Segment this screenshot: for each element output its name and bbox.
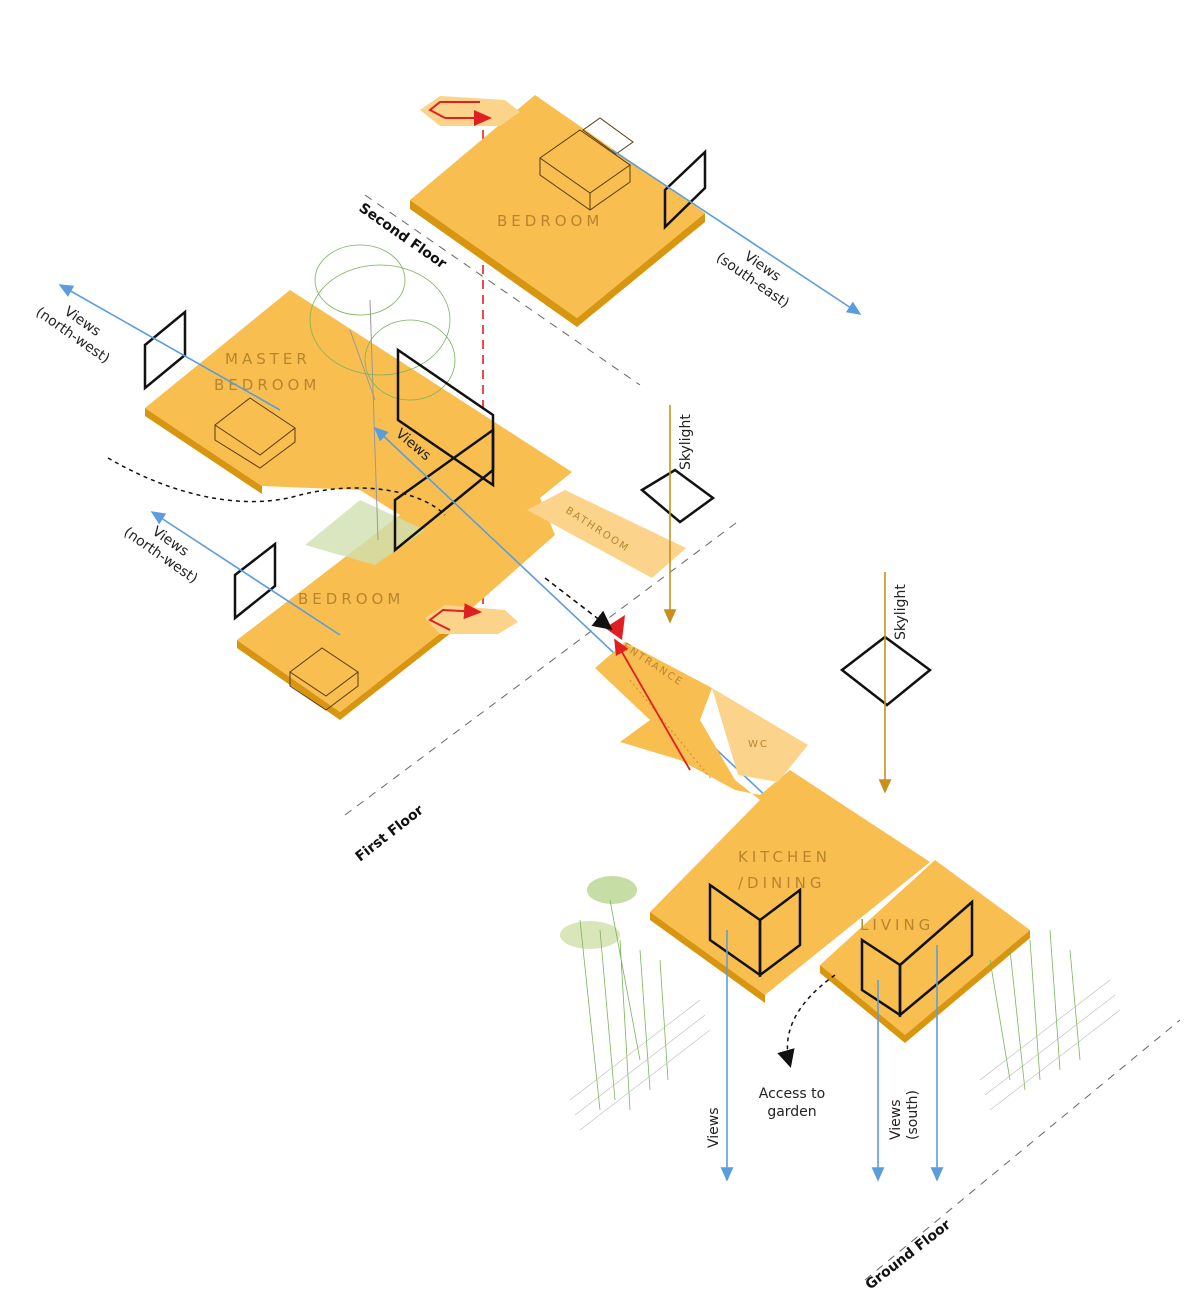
view-arrow-north-west-master xyxy=(58,284,281,411)
window-frame-icon xyxy=(758,887,802,978)
access-garden-label-1: Access to xyxy=(759,1086,825,1102)
first-floor-slab: MASTER BEDROOM BEDROOM BATHROOM xyxy=(145,290,686,720)
wc-slab xyxy=(712,688,808,782)
room-label-bedroom-second: BEDROOM xyxy=(497,212,603,230)
entrance-marker-icon xyxy=(605,615,625,640)
bed-icon xyxy=(214,397,359,711)
room-label-kitchen-1: KITCHEN xyxy=(738,848,831,866)
view-arrow-north-west-bedroom xyxy=(150,511,341,636)
entrance-path-arrow xyxy=(614,638,691,771)
ground-floor-slab: ENTRANCE WC KITCHEN /DINING LIVING xyxy=(595,641,1030,1043)
bathroom-slab xyxy=(527,490,686,578)
floor-label-ground: Ground Floor xyxy=(863,1217,954,1293)
garden-grass-right-icon xyxy=(979,929,1121,1111)
garden-access-arrow xyxy=(777,974,836,1068)
room-label-master-2: BEDROOM xyxy=(214,376,320,394)
floor-label-first: First Floor xyxy=(353,802,427,865)
window-frame-icon xyxy=(663,149,707,230)
views-kitchen-label: Views xyxy=(706,1107,722,1148)
room-label-wc: WC xyxy=(748,739,769,750)
view-arrow-south-east xyxy=(611,149,862,315)
window-frame-icon xyxy=(143,309,187,391)
svg-text:(south): (south) xyxy=(905,1090,921,1140)
second-floor-bedroom-slab: BEDROOM xyxy=(410,95,705,327)
skylight-label-1: Skylight xyxy=(678,414,694,470)
bed-icon xyxy=(539,117,634,211)
window-frame-icon xyxy=(233,541,277,621)
skylight-frame-icon xyxy=(839,635,933,707)
views-north-west-label-top: Views (north-west) xyxy=(33,304,113,367)
views-south-label: Views (south) xyxy=(888,1090,921,1140)
first-floor-guide-line xyxy=(344,519,741,816)
window-frame-icon xyxy=(898,899,974,1018)
entrance-approach-arrow xyxy=(544,577,613,630)
room-label-master-1: MASTER xyxy=(225,350,311,368)
skylight-label-2: Skylight xyxy=(893,584,909,640)
window-frame-icon xyxy=(396,347,495,488)
boundary-curve xyxy=(107,457,446,516)
second-floor-guide-line xyxy=(364,194,641,386)
svg-text:Views: Views xyxy=(888,1099,904,1140)
window-frame-icon xyxy=(393,427,495,553)
room-label-living: LIVING xyxy=(860,916,934,934)
views-north-west-label-low: Views (north-west) xyxy=(121,524,201,587)
skylight-frame-icon xyxy=(639,468,716,524)
garden-grass-left-icon xyxy=(560,876,711,1131)
access-garden-label-2: garden xyxy=(767,1104,816,1120)
room-label-kitchen-2: /DINING xyxy=(738,874,826,892)
views-south-east-label: Views (south-east) xyxy=(713,249,792,312)
room-label-bedroom-first: BEDROOM xyxy=(298,590,404,608)
